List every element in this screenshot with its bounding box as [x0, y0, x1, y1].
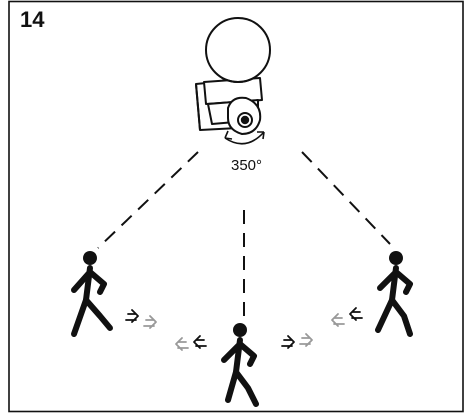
rotation-arrow-icon	[224, 130, 265, 145]
person-walking-icon	[375, 251, 413, 337]
person-walking-icon	[71, 251, 113, 337]
step-number: 14	[20, 7, 45, 32]
person-walking-icon	[221, 323, 259, 407]
rotation-angle-label: 350°	[231, 157, 263, 174]
figure-border	[8, 0, 464, 413]
floodlight-camera-icon	[195, 17, 271, 135]
detection-lines	[97, 151, 391, 318]
motion-arrow-icon	[125, 307, 363, 351]
